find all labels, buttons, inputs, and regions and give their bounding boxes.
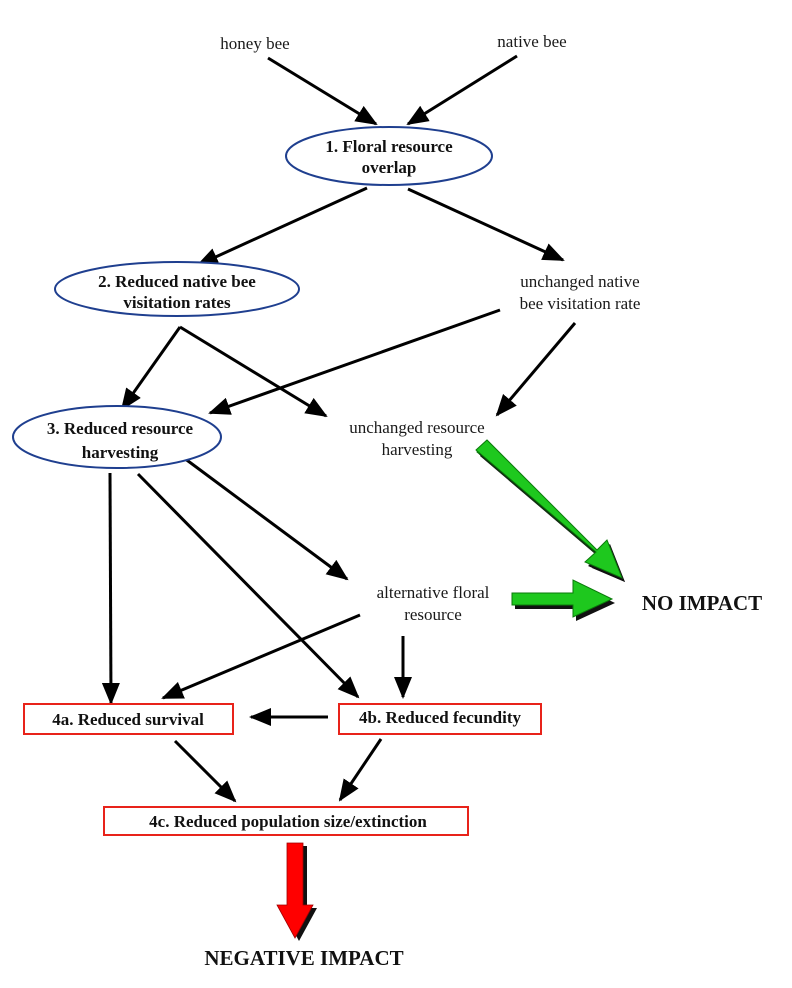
node-3-line1: 3. Reduced resource bbox=[47, 419, 194, 438]
node-4a-box bbox=[23, 703, 234, 735]
node-4b-box bbox=[338, 703, 542, 735]
edge-fecundity-to-population bbox=[338, 738, 383, 802]
unchanged-visitation-line1: unchanged native bbox=[520, 272, 639, 291]
unchanged-harvesting-line2: harvesting bbox=[382, 440, 453, 459]
edge-nativebee-to-overlap bbox=[406, 54, 518, 126]
red-arrow-negative bbox=[276, 842, 317, 941]
node-reduced-population: 4c. Reduced population size/extinction bbox=[103, 806, 469, 836]
node-reduced-harvesting: 3. Reduced resource harvesting bbox=[12, 405, 222, 469]
edge-unchanged-visitation-to-unchanged-harvesting bbox=[495, 322, 577, 417]
node-floral-resource-overlap: 1. Floral resource overlap bbox=[285, 126, 493, 186]
node-3-line2: harvesting bbox=[82, 443, 159, 462]
node-unchanged-harvesting: unchanged resource harvesting bbox=[349, 418, 484, 459]
green-arrow-unchanged-harvesting bbox=[475, 439, 625, 582]
edge-honeybee-to-overlap bbox=[267, 56, 378, 126]
node-reduced-fecundity: 4b. Reduced fecundity bbox=[338, 703, 542, 735]
edge-alt-floral-to-survival bbox=[161, 613, 361, 700]
honey-bee-label: honey bee bbox=[220, 34, 289, 53]
edge-reduced-harvesting-to-survival bbox=[101, 472, 120, 705]
negative-impact-label: NEGATIVE IMPACT bbox=[204, 946, 403, 970]
unchanged-harvesting-line1: unchanged resource bbox=[349, 418, 484, 437]
node-2-ellipse bbox=[54, 261, 300, 317]
edge-survival-to-population bbox=[173, 739, 237, 803]
edge-reduced-harvesting-to-fecundity bbox=[136, 472, 360, 699]
edge-reduced-visitation-to-unchanged-harvesting bbox=[179, 325, 328, 418]
node-4c-label: 4c. Reduced population size/extinction bbox=[149, 812, 427, 831]
node-1-line2: overlap bbox=[362, 158, 417, 177]
node-reduced-visitation: 2. Reduced native bee visitation rates bbox=[54, 261, 300, 317]
node-2-line1: 2. Reduced native bee bbox=[98, 272, 256, 291]
edge-overlap-to-reduced-visitation bbox=[196, 186, 368, 267]
alt-floral-line2: resource bbox=[404, 605, 462, 624]
alt-floral-line1: alternative floral bbox=[377, 583, 490, 602]
edge-overlap-to-unchanged-visitation bbox=[407, 187, 565, 262]
node-unchanged-visitation: unchanged native bee visitation rate bbox=[520, 272, 641, 313]
node-3-ellipse bbox=[12, 405, 222, 469]
node-alternative-floral-resource: alternative floral resource bbox=[377, 583, 490, 624]
node-1-ellipse bbox=[285, 126, 493, 186]
node-4b-label: 4b. Reduced fecundity bbox=[359, 708, 521, 727]
node-1-line1: 1. Floral resource bbox=[325, 137, 453, 156]
green-arrow-alt-floral bbox=[511, 579, 615, 621]
edge-unchanged-visitation-to-reduced-harvesting bbox=[208, 308, 501, 415]
node-2-line2: visitation rates bbox=[123, 293, 231, 312]
unchanged-visitation-line2: bee visitation rate bbox=[520, 294, 641, 313]
edge-reduced-harvesting-to-alt-floral bbox=[179, 453, 349, 581]
node-reduced-survival: 4a. Reduced survival bbox=[23, 703, 234, 735]
edges bbox=[101, 54, 577, 803]
node-4a-label: 4a. Reduced survival bbox=[52, 710, 204, 729]
no-impact-label: NO IMPACT bbox=[642, 591, 762, 615]
edge-reduced-visitation-to-reduced-harvesting bbox=[120, 326, 182, 411]
native-bee-label: native bee bbox=[497, 32, 566, 51]
node-4c-box bbox=[103, 806, 469, 836]
